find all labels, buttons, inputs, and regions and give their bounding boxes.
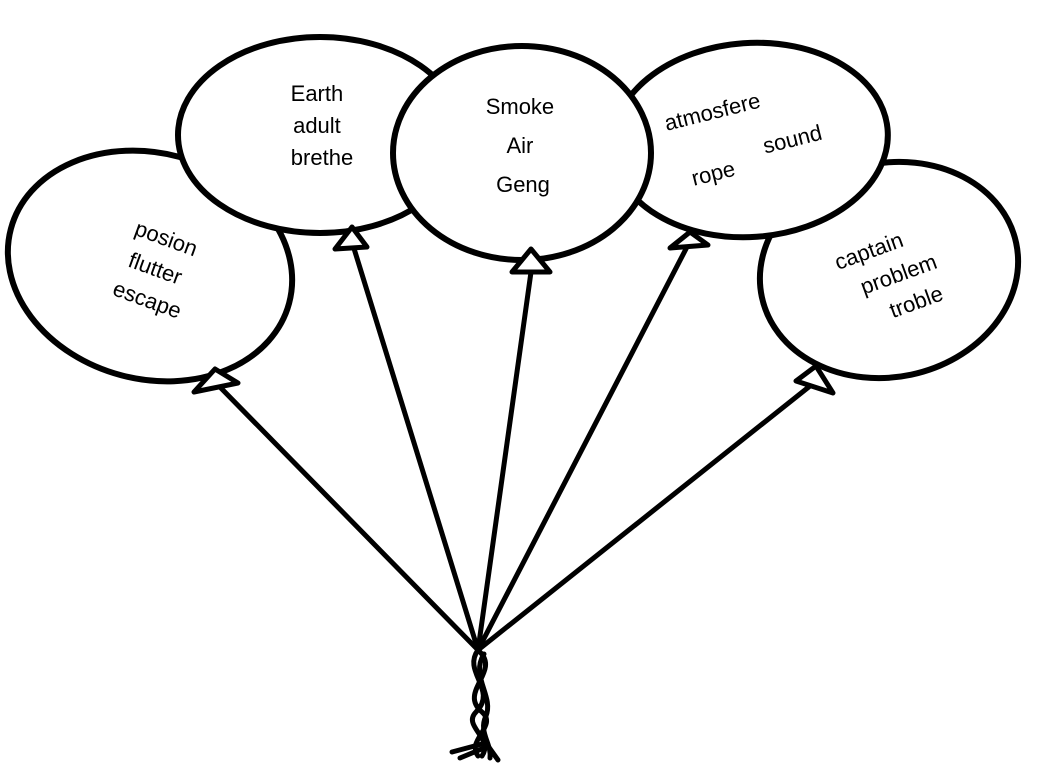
balloon-inner-left: Earth adult brethe (175, 34, 465, 252)
string-twist-tail (449, 647, 501, 763)
balloon-strings (213, 239, 818, 653)
svg-text:Smoke Air Geng: Smoke Air Geng (486, 94, 561, 197)
balloon-knot-center (509, 246, 553, 275)
balloon-knot-inner-right (667, 229, 711, 251)
balloon-knot-left (191, 366, 241, 395)
string-inner-left (349, 239, 481, 653)
string-right (475, 379, 818, 653)
balloon-word: brethe (291, 145, 353, 170)
balloon-knot-inner-left (332, 224, 370, 252)
balloon-word: Air (506, 133, 533, 158)
balloon-word: adult (293, 113, 341, 138)
balloon-word: Geng (496, 172, 550, 197)
balloon-word: Smoke (486, 94, 554, 119)
balloon-left: posion flutter escape (4, 147, 296, 395)
string-left (213, 380, 481, 653)
balloon-word: Earth (291, 81, 344, 106)
balloon-center: Smoke Air Geng (390, 43, 654, 275)
string-inner-right (475, 242, 691, 653)
svg-text:Earth adult brethe: Earth adult brethe (291, 81, 354, 170)
string-center (475, 262, 535, 653)
balloon-knot-right (793, 363, 836, 396)
balloon-inner-right: atmosfere rope sound (609, 39, 891, 251)
